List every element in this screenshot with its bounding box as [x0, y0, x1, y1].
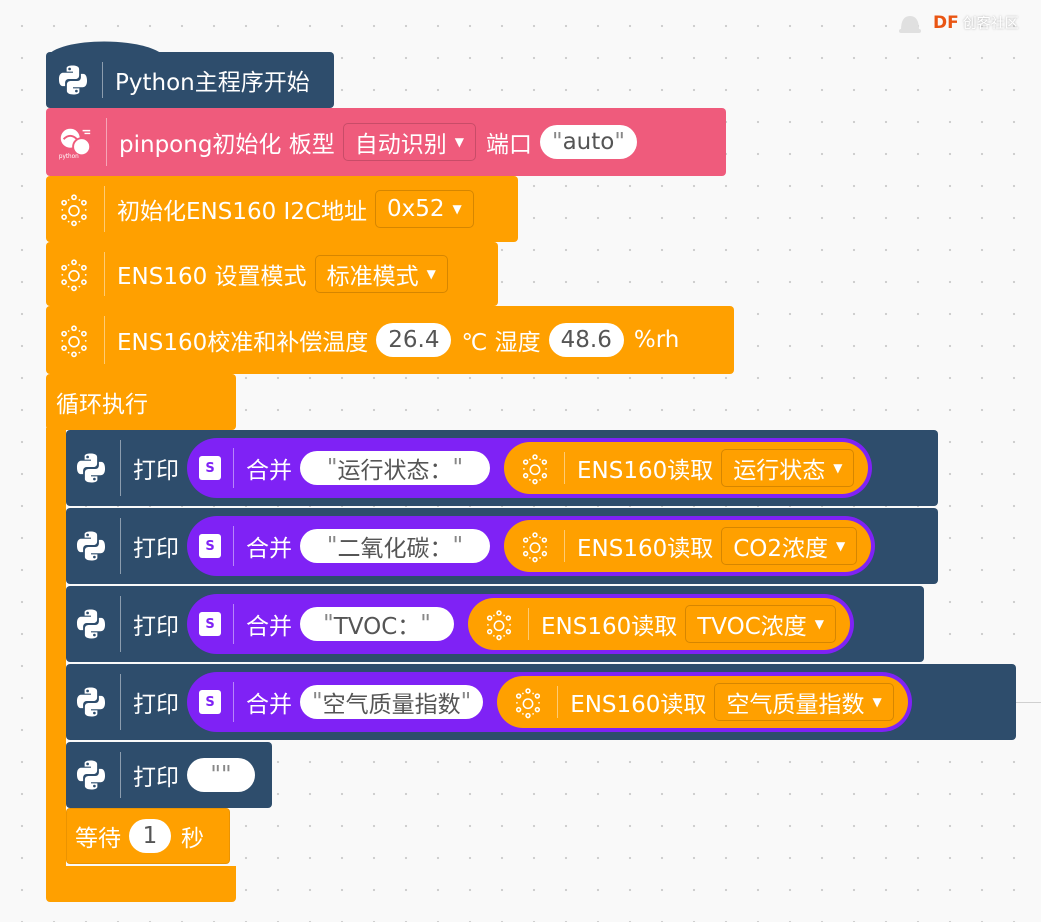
print-label: 打印 — [133, 692, 179, 718]
sensor-icon — [56, 256, 92, 292]
humidity-input[interactable]: 48.6 — [548, 323, 624, 357]
site-logo: DF 创客社区 — [893, 8, 1019, 38]
loop-block[interactable]: 循环执行 — [46, 374, 236, 430]
loop-body-bar — [46, 428, 66, 868]
print-block-empty[interactable]: 打印 " " — [66, 742, 272, 808]
board-dropdown[interactable]: 自动识别▼ — [342, 123, 476, 161]
sensor-icon — [482, 607, 516, 641]
join-label: 合并 — [246, 614, 292, 640]
pinpong-init-block[interactable]: pinpong初始化 板型 自动识别▼ 端口 "auto" — [46, 108, 726, 176]
port-label: 端口 — [485, 132, 532, 158]
sensor-icon — [56, 322, 92, 358]
print-block-co2[interactable]: 打印 S 合并 "二氧化碳：" ENS160读取 CO2浓度▼ — [66, 508, 938, 584]
print-label: 打印 — [133, 458, 179, 484]
field-dropdown[interactable]: 运行状态▼ — [721, 449, 855, 487]
ens160-read-block[interactable]: ENS160读取 TVOC浓度▼ — [468, 598, 851, 650]
join-block[interactable]: S 合并 "二氧化碳：" ENS160读取 CO2浓度▼ — [187, 516, 876, 576]
text-input[interactable]: "二氧化碳：" — [300, 529, 490, 563]
read-label: ENS160读取 — [541, 614, 678, 640]
text-input[interactable]: "TVOC：" — [300, 607, 454, 641]
python-icon — [74, 451, 108, 485]
i2c-address-dropdown[interactable]: 0x52▼ — [375, 190, 474, 228]
chevron-down-icon: ▼ — [452, 202, 462, 216]
sensor-icon — [511, 685, 545, 719]
mode-label: ENS160 设置模式 — [117, 264, 307, 290]
field-dropdown[interactable]: TVOC浓度▼ — [685, 605, 837, 643]
sensor-icon — [56, 191, 92, 227]
text-input[interactable]: "运行状态：" — [300, 451, 490, 485]
field-dropdown[interactable]: 空气质量指数▼ — [714, 683, 894, 721]
join-label: 合并 — [246, 692, 292, 718]
join-label: 合并 — [246, 536, 292, 562]
ens160-read-block[interactable]: ENS160读取 CO2浓度▼ — [504, 520, 872, 572]
calib-label: ENS160校准和补偿温度 — [117, 330, 369, 356]
temperature-input[interactable]: 26.4 — [376, 323, 452, 357]
print-block-aqi[interactable]: 打印 S 合并 "空气质量指数" ENS160读取 空气质量指数▼ — [66, 664, 1016, 740]
join-block[interactable]: S 合并 "TVOC：" ENS160读取 TVOC浓度▼ — [187, 594, 855, 654]
text-join-icon: S — [199, 690, 221, 714]
print-block-status[interactable]: 打印 S 合并 "运行状态：" ENS160读取 运行状态▼ — [66, 430, 938, 506]
connector-line — [1016, 702, 1041, 703]
loop-label: 循环执行 — [56, 392, 148, 418]
init-label: 初始化ENS160 I2C地址 — [117, 199, 368, 225]
logo-text: 创客社区 — [962, 16, 1019, 32]
join-block[interactable]: S 合并 "运行状态：" ENS160读取 运行状态▼ — [187, 438, 873, 498]
port-input[interactable]: "auto" — [539, 125, 637, 159]
sensor-icon — [518, 529, 552, 563]
chevron-down-icon: ▼ — [836, 539, 846, 553]
mode-dropdown[interactable]: 标准模式▼ — [314, 255, 448, 293]
read-label: ENS160读取 — [577, 458, 714, 484]
text-join-icon: S — [199, 456, 221, 480]
print-label: 打印 — [133, 536, 179, 562]
pinpong-label: pinpong初始化 板型 — [119, 132, 335, 158]
join-block[interactable]: S 合并 "空气质量指数" ENS160读取 空气质量指数▼ — [187, 672, 912, 732]
sensor-icon — [518, 451, 552, 485]
join-label: 合并 — [246, 458, 292, 484]
chevron-down-icon: ▼ — [833, 461, 843, 475]
ens160-init-block[interactable]: 初始化ENS160 I2C地址 0x52▼ — [46, 176, 518, 242]
print-label: 打印 — [133, 765, 179, 791]
text-join-icon: S — [199, 612, 221, 636]
python-main-start-block[interactable]: Python主程序开始 — [46, 52, 334, 108]
python-icon — [74, 758, 108, 792]
text-input[interactable]: " " — [187, 758, 255, 792]
loop-end — [46, 866, 236, 902]
ens160-set-mode-block[interactable]: ENS160 设置模式 标准模式▼ — [46, 242, 498, 306]
wait-block[interactable]: 等待 1 秒 — [66, 808, 230, 864]
ens160-read-block[interactable]: ENS160读取 运行状态▼ — [504, 442, 869, 494]
python-icon — [74, 607, 108, 641]
pinpong-icon — [56, 123, 94, 161]
chevron-down-icon: ▼ — [426, 267, 436, 281]
chevron-down-icon: ▼ — [454, 135, 464, 149]
read-label: ENS160读取 — [570, 692, 707, 718]
wait-unit: 秒 — [181, 826, 204, 852]
chevron-down-icon: ▼ — [814, 617, 825, 631]
field-dropdown[interactable]: CO2浓度▼ — [721, 527, 858, 565]
python-icon — [74, 685, 108, 719]
python-icon — [74, 529, 108, 563]
print-block-tvoc[interactable]: 打印 S 合并 "TVOC：" ENS160读取 TVOC浓度▼ — [66, 586, 924, 662]
python-icon — [56, 63, 90, 97]
ens160-read-block[interactable]: ENS160读取 空气质量指数▼ — [497, 676, 908, 728]
wait-label: 等待 — [75, 826, 121, 852]
text-input[interactable]: "空气质量指数" — [300, 685, 484, 719]
block-label: Python主程序开始 — [115, 70, 310, 96]
ens160-calibration-block[interactable]: ENS160校准和补偿温度 26.4 ℃ 湿度 48.6 %rh — [46, 306, 734, 374]
logo-brand: DF — [933, 13, 959, 33]
wait-seconds-input[interactable]: 1 — [129, 819, 171, 853]
text-join-icon: S — [199, 534, 221, 558]
temp-unit-label: ℃ 湿度 — [461, 330, 541, 356]
humidity-unit: %rh — [633, 327, 680, 353]
chevron-down-icon: ▼ — [872, 695, 882, 709]
read-label: ENS160读取 — [577, 536, 714, 562]
print-label: 打印 — [133, 614, 179, 640]
logo-icon — [899, 16, 921, 33]
